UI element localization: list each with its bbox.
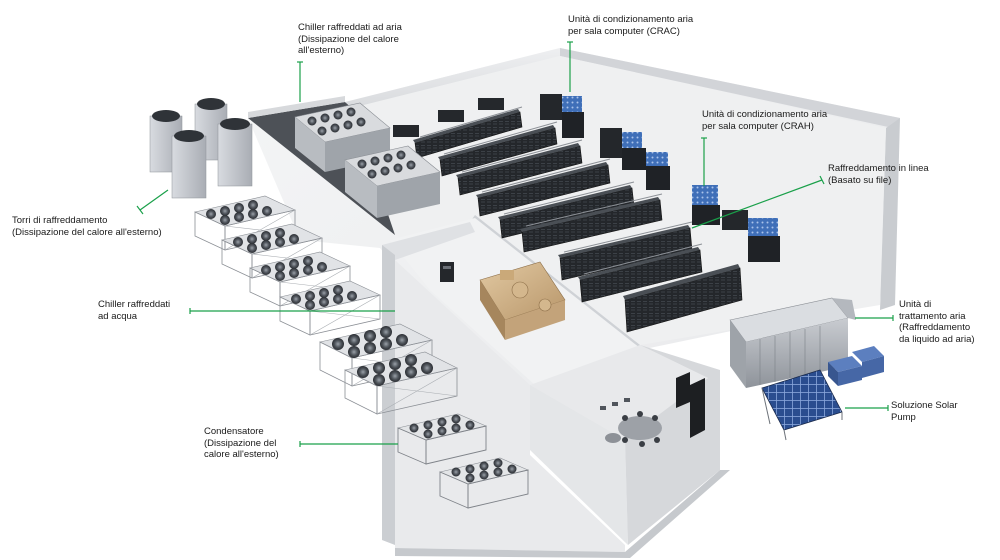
condensers xyxy=(397,413,529,509)
chiller-module xyxy=(344,351,458,415)
leader-lines xyxy=(136,41,894,447)
crac-units xyxy=(540,94,584,138)
condenser-unit xyxy=(439,457,529,509)
rack-row xyxy=(623,264,743,333)
air-handling-unit xyxy=(729,297,856,388)
rack-row xyxy=(456,143,583,196)
wall-screen xyxy=(676,372,690,408)
office-room-floor xyxy=(530,345,708,440)
label-air-handling-unit: Unità di trattamento aria (Raffreddament… xyxy=(899,299,975,345)
crah-unit xyxy=(692,185,780,262)
air-cooled-chillers xyxy=(294,102,441,218)
meeting-table xyxy=(618,416,662,440)
cooling-tower xyxy=(171,130,207,199)
crah-unit xyxy=(600,128,670,190)
rack-row xyxy=(438,125,558,177)
label-air-cooled-chillers: Chiller raffreddati ad aria (Dissipazion… xyxy=(298,22,402,56)
chiller-module xyxy=(279,280,381,336)
server-hall-back-wall xyxy=(345,48,560,108)
label-crah: Unità di condizionamento aria per sala c… xyxy=(702,109,828,132)
label-inline-cooling: Raffreddamento in linea (Basato su file) xyxy=(828,163,929,186)
leader-inline xyxy=(691,179,823,229)
solar-pump-system xyxy=(761,346,884,441)
water-cooled-chiller-modules xyxy=(194,195,458,415)
crac-unit xyxy=(540,94,584,138)
rack-unit xyxy=(393,125,419,137)
label-crac: Unità di condizionamento aria per sala c… xyxy=(568,14,694,37)
control-room xyxy=(600,372,705,447)
rack-row xyxy=(578,247,703,303)
rack-unit xyxy=(438,110,464,122)
rack-unit xyxy=(478,98,504,110)
rack-row xyxy=(520,197,663,253)
condenser-unit xyxy=(397,413,487,465)
server-racks xyxy=(393,98,743,333)
chiller-module xyxy=(194,195,296,251)
office-room-front-wall xyxy=(395,260,625,552)
label-cooling-towers: Torri di raffreddamento (Dissipazione de… xyxy=(12,215,162,238)
server-hall-right-wall xyxy=(880,118,900,310)
label-water-cooled-chillers: Chiller raffreddati ad acqua xyxy=(98,299,171,322)
mechanical-cabinet xyxy=(440,262,454,282)
label-solar-pump: Soluzione Solar Pump xyxy=(891,400,958,423)
solar-pump-box xyxy=(828,346,884,386)
cooling-tower xyxy=(217,118,253,187)
rack-row xyxy=(476,162,611,217)
air-cooled-chiller xyxy=(344,145,441,218)
label-condenser: Condensatore (Dissipazione del calore al… xyxy=(204,426,279,460)
water-chiller-engine xyxy=(479,261,566,340)
cooling-towers xyxy=(149,98,253,199)
crah-units xyxy=(600,128,780,262)
leader-cooling-towers xyxy=(139,189,169,211)
